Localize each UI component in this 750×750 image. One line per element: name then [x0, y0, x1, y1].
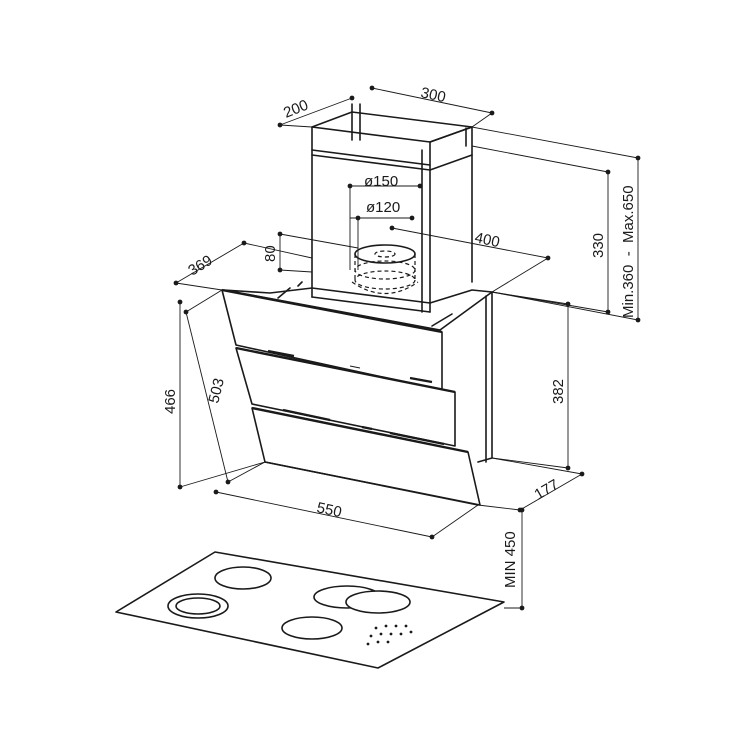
dimension-lines: [173, 85, 641, 611]
dim-200-label: 200: [281, 97, 311, 122]
chimney: [311, 103, 473, 313]
dim-150-label: ø150: [364, 173, 398, 190]
dim-120-label: ø120: [366, 199, 400, 216]
dim-300-label: 300: [419, 84, 447, 106]
dim-range-label: Min.360 - Max.650: [620, 185, 637, 318]
dim-382-label: 382: [550, 379, 567, 404]
dim-466-label: 466: [162, 389, 179, 414]
hood-body: [221, 281, 493, 506]
dim-min450-label: MIN 450: [502, 531, 519, 588]
dim-400-label: 400: [473, 229, 501, 251]
dim-330-label: 330: [590, 233, 607, 258]
hob: [115, 551, 505, 669]
hob-controls: [366, 624, 413, 646]
dim-80-label: 80: [262, 245, 279, 262]
dim-550-label: 550: [315, 499, 343, 521]
dim-503-label: 503: [205, 377, 228, 405]
dim-177-label: 177: [532, 476, 562, 503]
